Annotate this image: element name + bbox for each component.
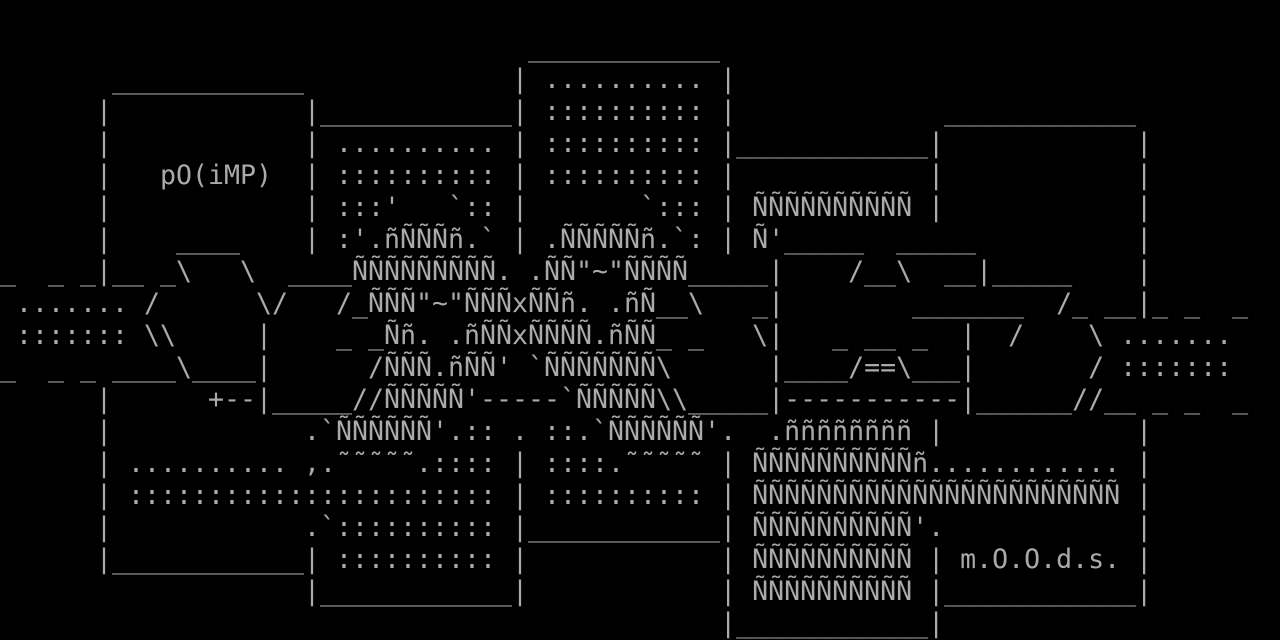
art-row — [0, 0, 1280, 32]
art-row: | ____ | :'.ñÑÑÑñ.` | .ÑÑÑÑÑñ.`: | Ñ'___… — [0, 224, 1153, 255]
art-row-title-left: | pO(iMP) | :::::::::: | :::::::::: | | … — [0, 160, 1153, 191]
art-row: | | .......... | :::::::::: |___________… — [0, 128, 1153, 159]
art-row: ::::::: \\ | _ _Ññ. .ñÑÑxÑÑÑÑ.ñÑÑ_ _ \| … — [0, 320, 1233, 351]
art-row: |____________| | ÑÑÑÑÑÑÑÑÑÑ |___________… — [0, 576, 1153, 607]
art-row: | |____________| :::::::::: | __________… — [0, 96, 1137, 127]
art-row: | .......... ,.˜˜˜˜˜.:::: | ::::.˜˜˜˜˜ |… — [0, 448, 1153, 479]
art-row: | +--|_____//ÑÑÑÑÑ'-----`ÑÑÑÑÑ\\_____|--… — [0, 384, 1249, 415]
art-row: _ _ _ ____\____| /ÑÑÑ.ñÑÑ' `ÑÑÑÑÑÑÑ\ |__… — [0, 352, 1233, 383]
art-row-title-right: |____________| :::::::::: | | ÑÑÑÑÑÑÑÑÑÑ… — [0, 544, 1153, 575]
art-row: | ::::::::::::::::::::::: | :::::::::: |… — [0, 480, 1153, 511]
art-row: | .`:::::::::: |____________| ÑÑÑÑÑÑÑÑÑÑ… — [0, 512, 1153, 543]
art-row: ____________ | .......... | — [0, 64, 737, 95]
art-row: | | :::' `:: | `::: | ÑÑÑÑÑÑÑÑÑÑ | | — [0, 192, 1153, 223]
art-row: ....... / \/ /_ÑÑÑ"~"ÑÑÑxÑÑñ. .ñÑ__\ _| … — [0, 288, 1249, 319]
art-row: | .`ÑÑÑÑÑÑ'.:: . ::.`ÑÑÑÑÑÑ'. .ññññññññ … — [0, 416, 1153, 447]
art-row: _ _ _|__ _\ \ ____ÑÑÑÑÑÑÑÑÑ. .ÑÑ"~"ÑÑÑÑ_… — [0, 256, 1153, 287]
art-row: |____________| — [0, 608, 945, 639]
art-row: ____________ — [0, 32, 721, 63]
